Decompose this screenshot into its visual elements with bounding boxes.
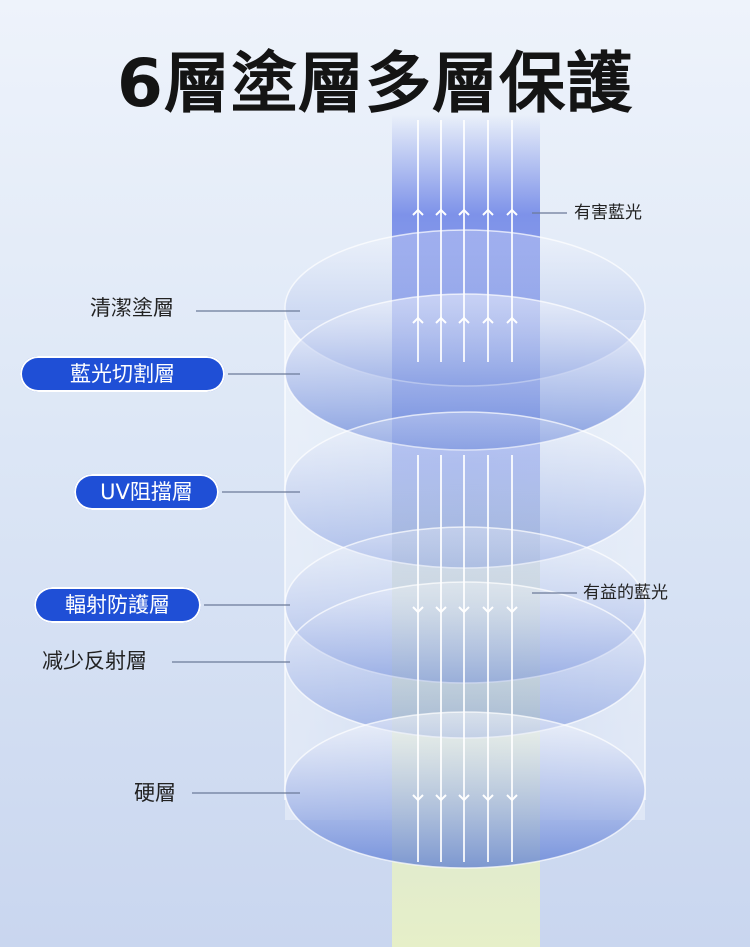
down-arrow (412, 606, 424, 614)
down-arrow (435, 794, 447, 802)
light-arrows (412, 120, 518, 862)
down-arrow (482, 794, 494, 802)
up-arrow (482, 316, 494, 324)
down-arrow (458, 606, 470, 614)
label-blue-cut-layer: 藍光切割層 (20, 356, 225, 392)
up-arrow (412, 316, 424, 324)
label-uv-block-layer: UV阻擋層 (74, 474, 219, 510)
label-hard-layer: 硬層 (134, 781, 176, 805)
up-arrow (482, 208, 494, 216)
up-arrow (458, 316, 470, 324)
down-arrow (458, 794, 470, 802)
leader-lines (172, 212, 577, 794)
label-beneficial-blue-light: 有益的藍光 (583, 583, 668, 603)
up-arrow (435, 208, 447, 216)
up-arrow (412, 208, 424, 216)
up-arrow (506, 316, 518, 324)
down-arrow (506, 794, 518, 802)
label-anti-reflect-layer: 减少反射層 (42, 649, 147, 673)
up-arrow (435, 316, 447, 324)
down-arrow (482, 606, 494, 614)
page-title: 6層塗層多層保護 (117, 45, 633, 122)
up-arrow (458, 208, 470, 216)
label-radiation-layer: 輻射防護層 (34, 587, 201, 623)
label-cleaning-layer: 清潔塗層 (90, 296, 174, 320)
down-arrow (412, 794, 424, 802)
down-arrow (435, 606, 447, 614)
down-arrow (506, 606, 518, 614)
up-arrow (506, 208, 518, 216)
label-harmful-blue-light: 有害藍光 (574, 203, 642, 223)
